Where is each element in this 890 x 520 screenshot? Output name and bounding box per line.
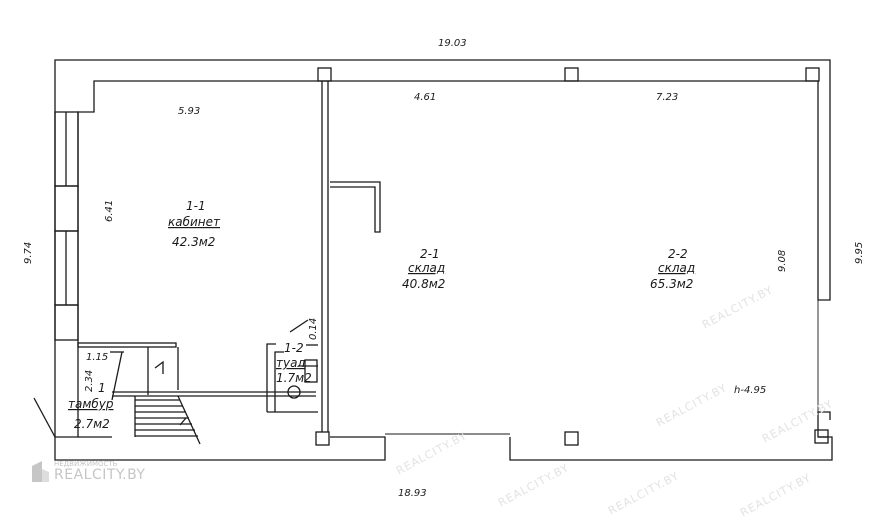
- wall-pier: [54, 304, 79, 341]
- column: [564, 67, 579, 82]
- partition-stub: [330, 181, 381, 233]
- room-1-name: тамбур: [68, 397, 114, 411]
- dim-bottom-total: 18.93: [398, 488, 427, 499]
- dim-tambur-width: 1.15: [86, 352, 108, 363]
- dim-mid-top: 4.61: [414, 92, 436, 103]
- room-1-1-name: кабинет: [168, 215, 221, 229]
- toilet-fixture: [304, 359, 318, 383]
- dim-right-top: 7.23: [656, 92, 678, 103]
- brand-logo: НЕДВИЖИМОСТЬ REALCITY.BY: [30, 460, 145, 482]
- room-1-2-area: 1.7м2: [276, 371, 312, 385]
- room-2-2-area: 65.3м2: [650, 277, 693, 291]
- dim-toilet-gap: 0.14: [308, 318, 319, 340]
- house-logo-icon: [32, 461, 49, 482]
- room-2-1-id: 2-1: [420, 247, 440, 261]
- dim-left-room-width: 5.93: [178, 106, 200, 117]
- dim-tambur-height: 2.34: [84, 370, 95, 392]
- stair-arrow: [154, 360, 164, 374]
- room-1-area: 2.7м2: [74, 417, 110, 431]
- dim-right-height: 9.95: [854, 242, 865, 264]
- outer-wall-bottom-left: [54, 436, 386, 461]
- room-1-id: 1: [98, 381, 106, 395]
- room-2-1-name: склад: [408, 261, 445, 275]
- wall-pier: [54, 185, 79, 232]
- room-1-2-name: туал: [276, 356, 305, 370]
- dim-left-height: 9.74: [23, 242, 34, 264]
- dim-top-total: 19.03: [438, 38, 467, 49]
- dim-right-inner-height: 9.08: [777, 250, 788, 272]
- column: [814, 429, 829, 444]
- logo-brand: REALCITY.BY: [54, 466, 146, 483]
- column: [315, 431, 330, 446]
- tambur-outline: [77, 342, 177, 348]
- toilet-walls: [266, 343, 276, 412]
- dim-left-room-height: 6.41: [104, 200, 115, 222]
- room-2-2-name: склад: [658, 261, 695, 275]
- stairs: [134, 395, 201, 445]
- room-2-1-area: 40.8м2: [402, 277, 445, 291]
- dim-ceiling-height: h-4.95: [734, 385, 766, 396]
- room-1-2-id: 1-2: [284, 341, 304, 355]
- logo-tagline: НЕДВИЖИМОСТЬ: [54, 459, 118, 468]
- room-1-1-id: 1-1: [186, 199, 206, 213]
- column: [317, 67, 332, 82]
- column: [805, 67, 820, 82]
- room-2-2-id: 2-2: [668, 247, 688, 261]
- column: [564, 431, 579, 446]
- stair-arrow: [179, 417, 187, 426]
- room-1-1-area: 42.3м2: [172, 235, 215, 249]
